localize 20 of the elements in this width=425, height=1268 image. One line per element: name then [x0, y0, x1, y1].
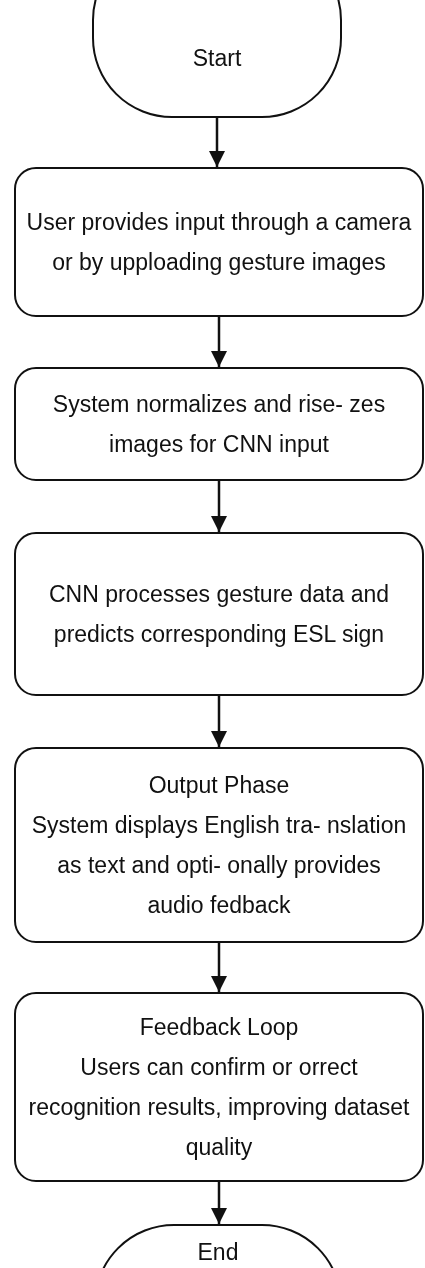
box-text: Start: [192, 44, 242, 73]
process-box: [14, 167, 424, 317]
process-box: [14, 747, 424, 943]
box-text: System normalizes and rise- zes images for CNN input: [51, 390, 387, 459]
process-box: [14, 532, 424, 696]
box-heading: Output Phase: [148, 771, 290, 800]
box-text: End: [197, 1238, 239, 1267]
arrow: [211, 317, 227, 367]
box-text: Users can confirm or orrect recognition results, improving dataset quality: [27, 1053, 411, 1162]
arrow: [209, 118, 225, 167]
box-text: CNN processes gesture data and predicts corresponding ESL sign: [47, 580, 391, 649]
box-text: System displays English tra- nslation as text and opti- onally provides audio fedback: [30, 811, 408, 920]
process-box: [14, 367, 424, 481]
box-text: User provides input through a camera or by upploading gesture images: [26, 208, 412, 277]
arrow: [211, 943, 227, 992]
arrow: [211, 1182, 227, 1224]
arrow: [211, 696, 227, 747]
arrow: [211, 481, 227, 532]
box-heading: Feedback Loop: [139, 1013, 299, 1042]
process-box: [14, 992, 424, 1182]
